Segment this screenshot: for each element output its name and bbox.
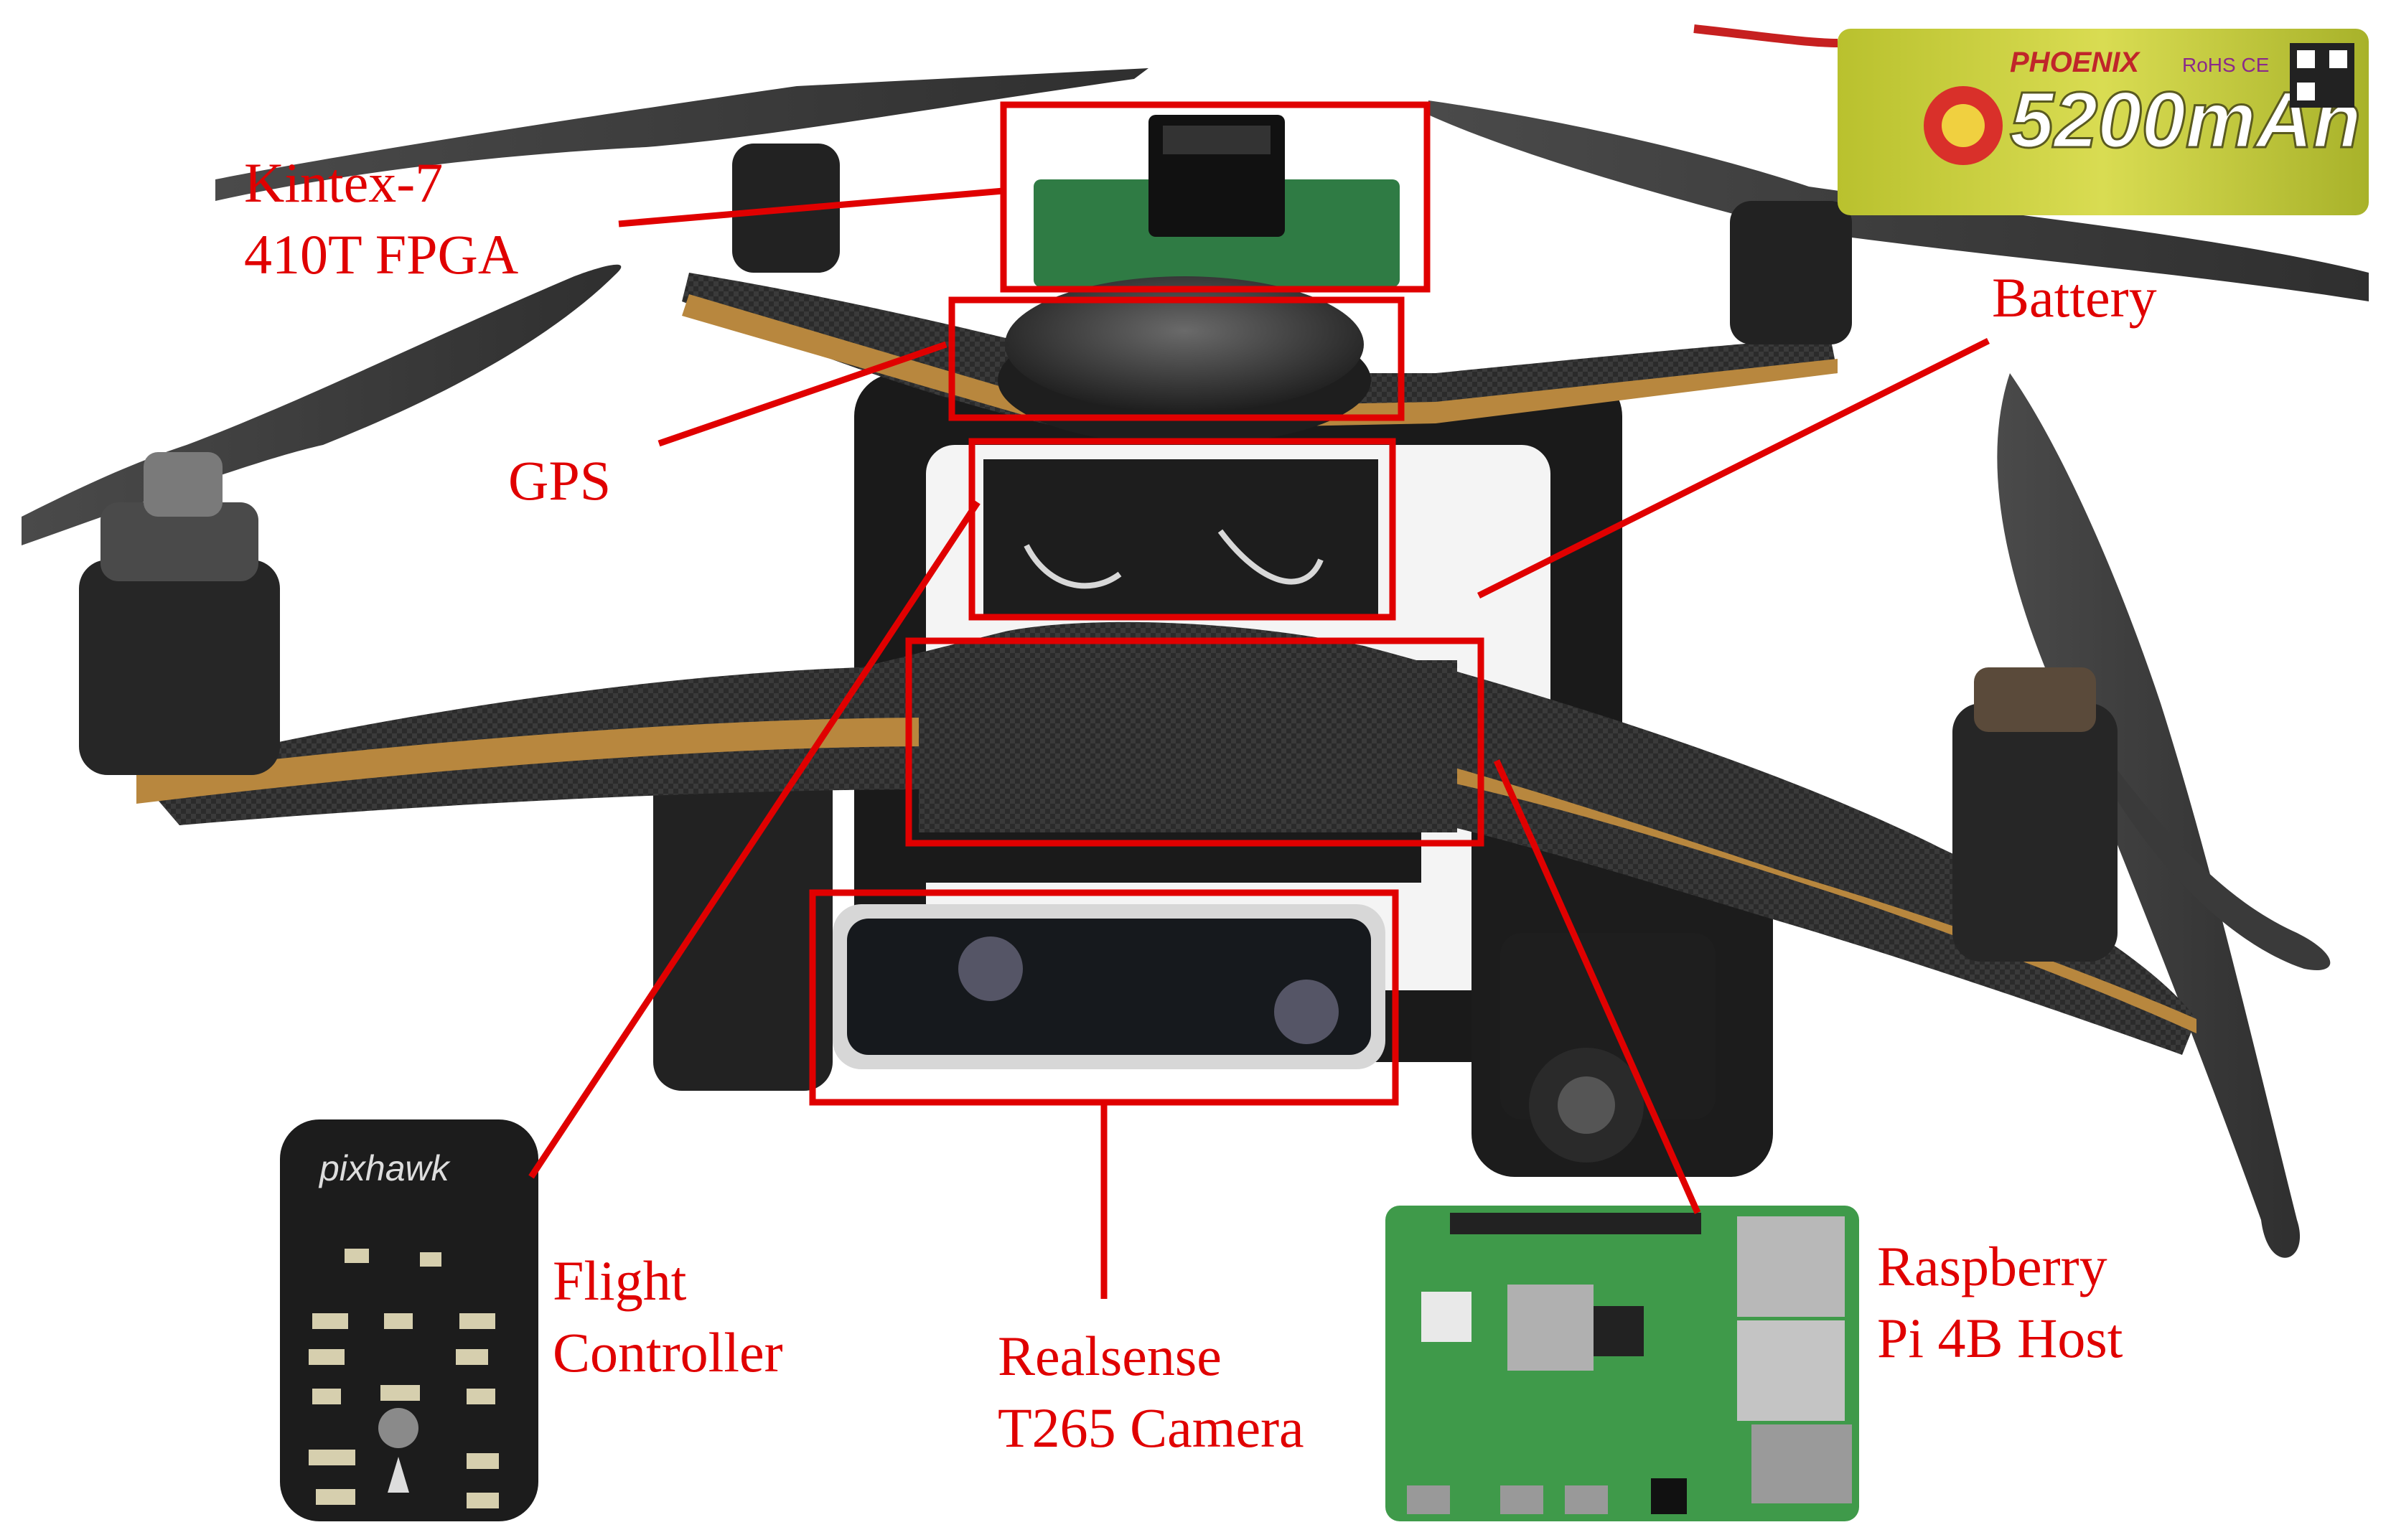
motor-rear-right [1730,201,1852,344]
flight-controller-line [528,500,981,1179]
propeller-top-left [215,68,1148,201]
battery-label: Battery [1992,266,2157,329]
propeller-right [1997,373,2331,1258]
host-line [1493,759,1701,1214]
pixhawk-logo-text: pixhawk [318,1148,451,1188]
battery-brand-text: PHOENIX [2010,47,2140,78]
host-label-line-1: Raspberry [1877,1235,2107,1297]
fpga-label: Kintex-7 410T FPGA [244,147,518,291]
host-label-line-2: Pi 4B Host [1877,1307,2123,1369]
annotation-lines [528,187,1990,1299]
fc-box [968,438,1396,621]
annotation-boxes [809,101,1484,1106]
fc-stack [904,459,1457,883]
gps-line [658,341,947,447]
camera-box [809,889,1399,1106]
frame-arms [136,273,2196,1055]
fpga-label-line-1: Kintex-7 [244,151,444,214]
battery-line [1477,337,1990,599]
pixhawk-photo: pixhawk [280,1119,538,1521]
flight-controller-label: Flight Controller [553,1245,783,1389]
gps-puck [998,276,1371,445]
flight-controller-label-line-1: Flight [553,1249,687,1312]
camera-label: Realsense T265 Camera [998,1320,1304,1464]
motor-front-right [1952,667,2118,962]
side-camera [1500,933,1716,1163]
flight-controller-label-line-2: Controller [553,1321,783,1384]
gps-label: GPS [508,449,612,512]
motor-front-left [79,452,280,775]
battery-marks-text: RoHS CE [2182,54,2269,76]
fpga-box [1000,101,1431,293]
raspberry-pi-photo [1385,1206,1859,1521]
fpga-label-line-2: 410T FPGA [244,223,519,286]
battery-box [905,637,1484,847]
battery-capacity-text: 5200mAh [2010,76,2361,164]
realsense-camera [833,904,1385,1069]
fpga-line [618,187,1004,227]
fpga-board [1034,115,1400,287]
host-label: Raspberry Pi 4B Host [1877,1231,2123,1374]
camera-label-line-2: T265 Camera [998,1396,1304,1459]
gps-box [948,296,1405,421]
camera-label-line-1: Realsense [998,1325,1222,1387]
battery-photo: PHOENIX 5200mAh RoHS CE [1693,24,2369,215]
